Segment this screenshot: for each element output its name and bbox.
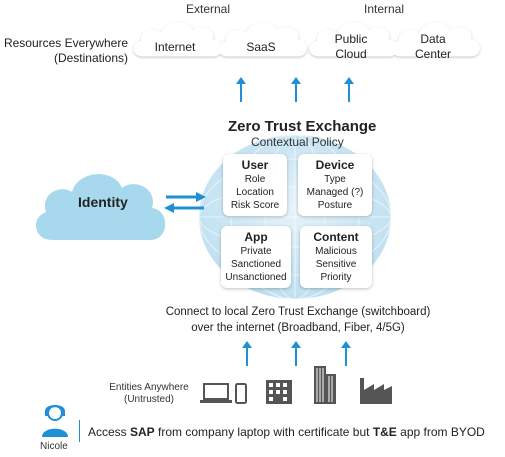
bottom-part2: from company laptop with certificate but	[154, 425, 373, 439]
up-arrow-icon	[242, 341, 252, 366]
card-content-item: Malicious	[315, 246, 357, 257]
entities-line2: (Untrusted)	[123, 394, 174, 405]
up-arrow-icon	[291, 77, 301, 102]
card-app: App Private Sanctioned Unsanctioned	[221, 226, 291, 288]
card-user-item: Risk Score	[230, 200, 280, 211]
card-user: User Role Location Risk Score	[223, 154, 287, 216]
entity-icons	[200, 366, 392, 404]
skyscraper-icon	[314, 366, 336, 404]
bottom-part3: app from BYOD	[396, 425, 485, 439]
up-arrow-icon	[344, 77, 354, 102]
up-arrow-icon	[291, 341, 301, 366]
card-device-item: Managed (?)	[306, 187, 364, 198]
internal-header: Internal	[364, 2, 405, 16]
cloud-label-saas: SaaS	[246, 40, 276, 54]
laptop-icon	[200, 383, 232, 403]
entities-line1: Entities Anywhere	[109, 382, 189, 393]
up-arrow-icon	[236, 77, 246, 102]
card-user-item: Role	[244, 174, 266, 185]
cloud-label-internet: Internet	[154, 40, 196, 54]
card-user-title: User	[241, 158, 269, 172]
resources-line1: Resources Everywhere	[3, 36, 128, 50]
double-arrow-icon	[164, 192, 206, 213]
card-user-item: Location	[236, 187, 274, 198]
card-app-item: Private	[240, 246, 272, 257]
bottom-bold-sap: SAP	[130, 425, 155, 439]
identity-label: Identity	[78, 194, 128, 210]
resources-label: Resources Everywhere (Destinations)	[4, 36, 128, 66]
cloud-label-public-cloud: Public Cloud	[334, 32, 368, 61]
connect-text: Connect to local Zero Trust Exchange (sw…	[138, 304, 458, 336]
user-name: Nicole	[40, 441, 68, 452]
exchange-subtitle: Contextual Policy	[251, 135, 344, 149]
bottom-part1: Access	[88, 425, 131, 439]
card-content-title: Content	[313, 230, 359, 244]
bottom-sentence: Access SAP from company laptop with cert…	[88, 425, 485, 439]
card-app-title: App	[244, 230, 268, 244]
exchange-title: Zero Trust Exchange	[228, 118, 377, 135]
card-device-title: Device	[315, 158, 355, 172]
divider	[79, 420, 80, 442]
entities-label: Entities Anywhere (Untrusted)	[104, 382, 194, 406]
connect-line2: over the internet (Broadband, Fiber, 4/5…	[191, 322, 405, 334]
connect-line1: Connect to local Zero Trust Exchange (sw…	[165, 306, 431, 318]
card-content-item: Priority	[320, 272, 352, 283]
card-content: Content Malicious Sensitive Priority	[300, 226, 372, 288]
upward-arrows-top	[236, 77, 354, 102]
factory-icon	[360, 378, 392, 404]
bottom-bold-te: T&E	[372, 425, 397, 439]
resources-line2: (Destinations)	[53, 51, 128, 65]
upward-arrows-bottom	[242, 341, 351, 366]
external-header: External	[186, 2, 231, 16]
card-content-item: Sensitive	[315, 259, 357, 270]
card-device-item: Posture	[317, 200, 353, 211]
up-arrow-icon	[341, 341, 351, 366]
phone-icon	[235, 383, 247, 404]
identity-cloud	[35, 174, 166, 240]
person-icon	[42, 405, 68, 437]
card-app-item: Unsanctioned	[225, 272, 287, 283]
card-app-item: Sanctioned	[230, 259, 282, 270]
cloud-label-data-center: Data Center	[414, 32, 452, 61]
office-building-icon	[266, 380, 292, 404]
card-device: Device Type Managed (?) Posture	[298, 154, 372, 216]
card-device-item: Type	[324, 174, 346, 185]
